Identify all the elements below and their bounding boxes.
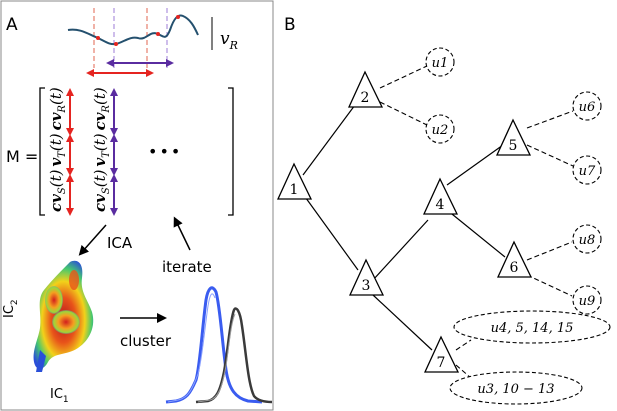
matrix-column-1: cvS(t)vT(t)cvR(t)	[47, 87, 68, 212]
panel-b-label: B	[284, 15, 296, 35]
signal-marker	[156, 32, 160, 36]
svg-text:cvS(t)vT(t)cvR(t): cvS(t)vT(t)cvR(t)	[47, 87, 68, 212]
panel-a-label: A	[6, 15, 18, 35]
node-labels: 1 2 3 4 5 6 7	[290, 90, 519, 371]
signal-marker	[176, 15, 180, 19]
edge-7-u4-group	[455, 339, 472, 351]
leaf-u7-label: u7	[579, 164, 596, 179]
edge-3-4	[372, 219, 429, 281]
node-2-triangle	[347, 70, 384, 108]
edge-7-u3-group	[455, 364, 472, 379]
dark-distribution	[195, 307, 273, 404]
edge-3-7	[372, 294, 433, 351]
leaf-u9-circle	[572, 285, 602, 315]
axis-ic2-label: IC2	[2, 299, 20, 318]
node-3-triangle	[348, 258, 385, 296]
edge-1-3	[302, 193, 359, 271]
leaf-u7-circle	[572, 155, 602, 185]
edge-4-5	[446, 144, 504, 186]
leaf-u9-label: u9	[579, 294, 596, 309]
signal-wave	[67, 14, 199, 46]
edge-6-u9	[526, 274, 573, 297]
edge-6-u8	[526, 241, 573, 261]
node-2-label: 2	[361, 90, 370, 106]
heatmap-tail	[36, 350, 46, 372]
leaf-labels: u1 u2 u6 u7 u8 u9 u4, 5, 14, 15 u3, 10 −…	[432, 56, 596, 397]
leaf-u6-label: u6	[579, 100, 596, 115]
tree-edges	[302, 104, 506, 351]
matrix-label: M =	[6, 147, 38, 166]
dark-distribution-edge	[197, 313, 236, 403]
leaf-u1-label: u1	[432, 56, 449, 71]
blue-distribution	[165, 286, 263, 404]
edge-1-2	[302, 104, 356, 176]
leaf-u2-circle	[425, 114, 455, 144]
ica-arrow	[78, 224, 107, 256]
leaf-u1-circle	[425, 47, 455, 77]
matrix-ellipsis: •••	[148, 142, 182, 161]
matrix-bracket-left	[39, 87, 45, 216]
panel-b: B	[276, 15, 611, 405]
svg-text:cvS(t)vT(t)cvR(t): cvS(t)vT(t)cvR(t)	[91, 87, 112, 212]
leaf-u8-circle	[572, 224, 602, 254]
leaf-u4-group-label: u4, 5, 14, 15	[491, 321, 574, 336]
leaf-u3-group-label: u3, 10 − 13	[477, 382, 554, 397]
node-1-triangle	[276, 162, 313, 200]
node-3-label: 3	[362, 278, 371, 294]
heatmap-hotspot	[52, 310, 80, 334]
iterate-label: iterate	[162, 258, 212, 276]
edge-5-u7	[526, 144, 574, 167]
node-5-triangle	[495, 118, 532, 156]
panel-a-frame	[0, 0, 274, 411]
panel-a: A vR M = cvS(t)vT(t)cvR(t)	[0, 0, 274, 411]
ica-scatter-heatmap	[33, 260, 94, 372]
signal-marker	[114, 42, 118, 46]
node-6-triangle	[496, 240, 533, 278]
edge-2-u2	[379, 101, 428, 126]
edge-5-u6	[526, 110, 574, 129]
blue-distribution-edge	[167, 293, 216, 403]
leaf-u4-group-ellipse	[453, 310, 611, 344]
matrix-bracket-right	[228, 87, 234, 216]
node-1-label: 1	[290, 182, 299, 198]
signal-trace	[67, 8, 199, 77]
leaf-edges	[379, 65, 574, 379]
node-4-triangle	[422, 177, 459, 215]
node-7-triangle	[423, 335, 460, 373]
node-6-label: 6	[510, 260, 519, 276]
ica-label: ICA	[107, 234, 133, 252]
edge-4-6	[446, 209, 506, 258]
tree-nodes	[276, 70, 533, 373]
signal-marker	[96, 36, 100, 40]
iterate-arrow	[173, 216, 191, 251]
axis-ic1-label: IC1	[50, 387, 69, 405]
heatmap-hotspot	[45, 286, 63, 314]
cluster-histograms	[165, 286, 273, 404]
leaf-u2-label: u2	[432, 123, 449, 138]
leaf-u6-circle	[572, 91, 602, 121]
leaf-shapes	[425, 47, 611, 405]
cluster-label: cluster	[120, 332, 172, 350]
heatmap-hotspot	[69, 270, 79, 290]
signal-label: vR	[220, 29, 238, 52]
leaf-u8-label: u8	[579, 233, 596, 248]
edge-2-u1	[379, 65, 428, 89]
node-5-label: 5	[509, 138, 518, 154]
matrix-column-2: cvS(t)vT(t)cvR(t)	[91, 87, 112, 212]
node-4-label: 4	[436, 197, 445, 213]
node-7-label: 7	[437, 355, 446, 371]
leaf-u3-group-ellipse	[449, 371, 583, 405]
